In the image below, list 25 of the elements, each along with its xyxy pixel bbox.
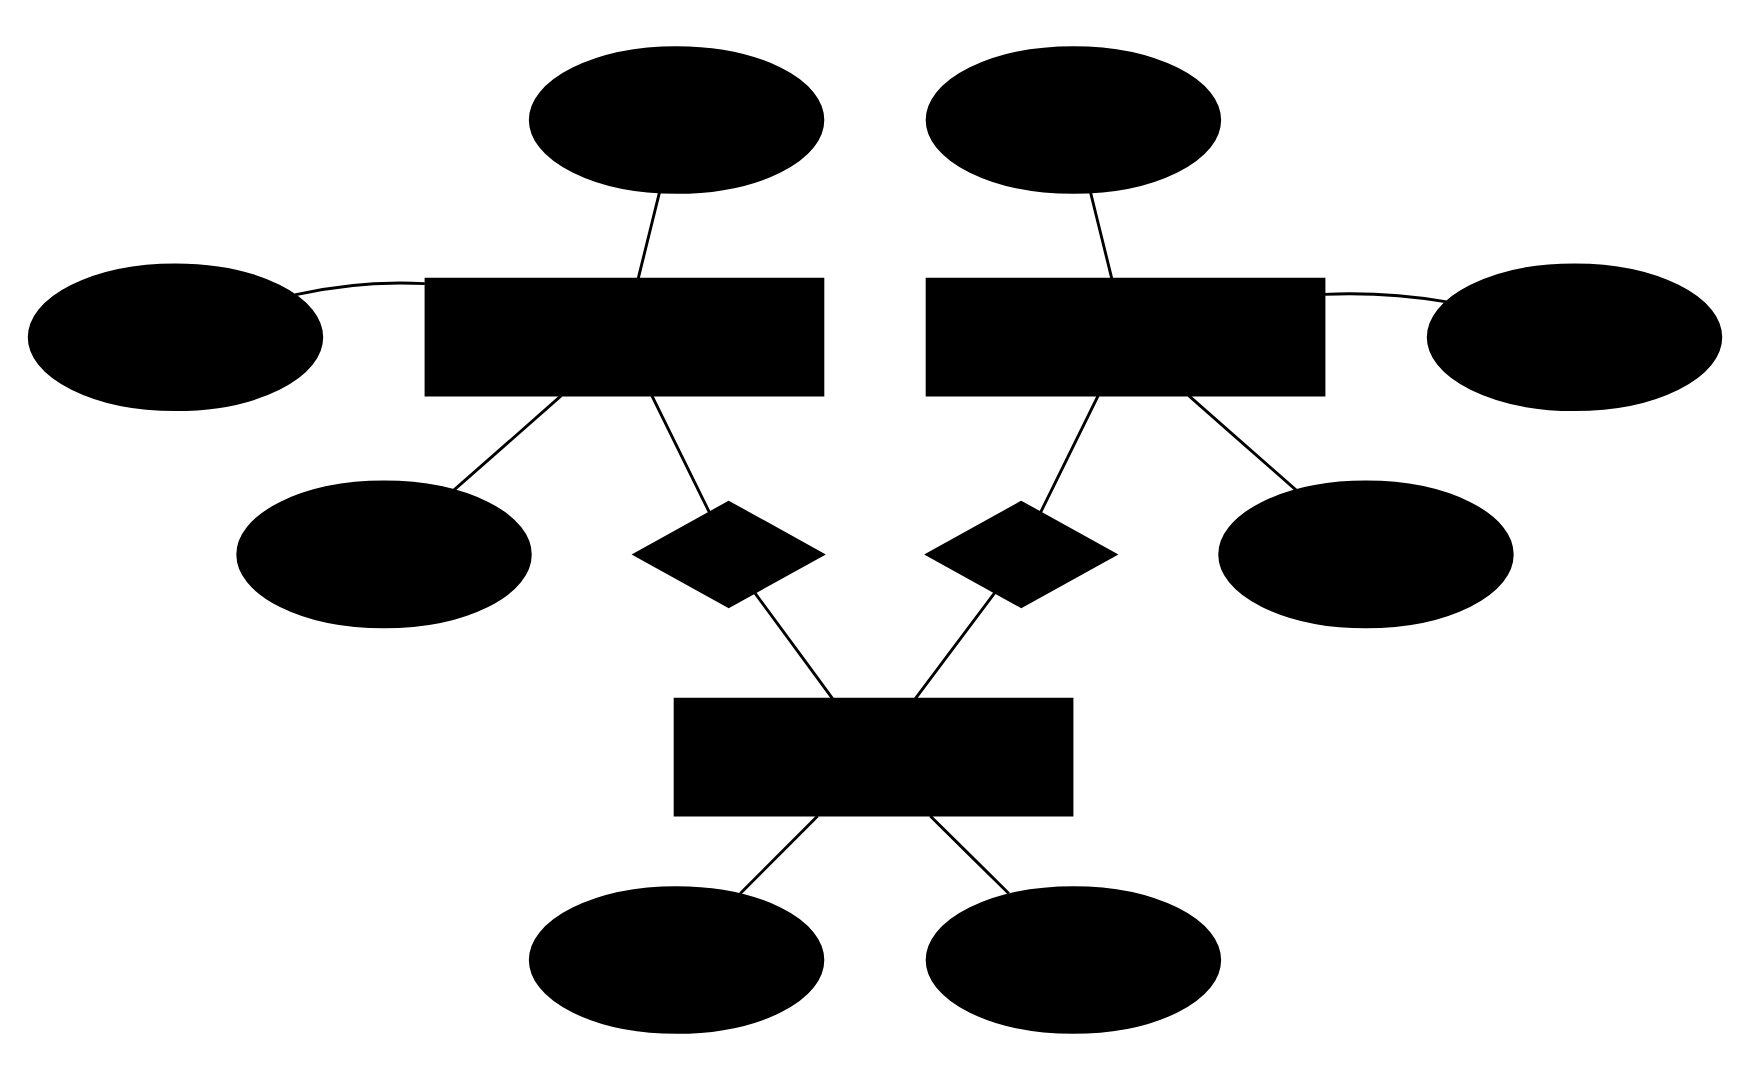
node-ellipse <box>528 46 825 194</box>
connector <box>1187 394 1298 492</box>
node-ellipse <box>1218 480 1514 629</box>
connector <box>739 815 819 895</box>
connector <box>1089 191 1114 279</box>
node-box <box>673 697 1074 817</box>
node-box <box>925 277 1326 397</box>
node-ellipse <box>27 263 324 412</box>
node-diamond <box>924 500 1119 609</box>
connector <box>294 281 425 297</box>
connector <box>914 591 996 700</box>
node-box <box>424 277 825 397</box>
node-ellipse <box>236 480 532 629</box>
connector <box>753 591 834 700</box>
node-diamond <box>631 500 826 609</box>
connector <box>1324 292 1447 304</box>
connector <box>1039 395 1100 514</box>
node-ellipse <box>528 886 825 1034</box>
connector <box>929 815 1010 895</box>
connector <box>650 395 711 514</box>
node-ellipse <box>1426 263 1723 412</box>
node-ellipse <box>925 46 1222 194</box>
node-ellipse <box>925 886 1222 1034</box>
connector <box>636 191 661 279</box>
connector <box>452 394 563 492</box>
